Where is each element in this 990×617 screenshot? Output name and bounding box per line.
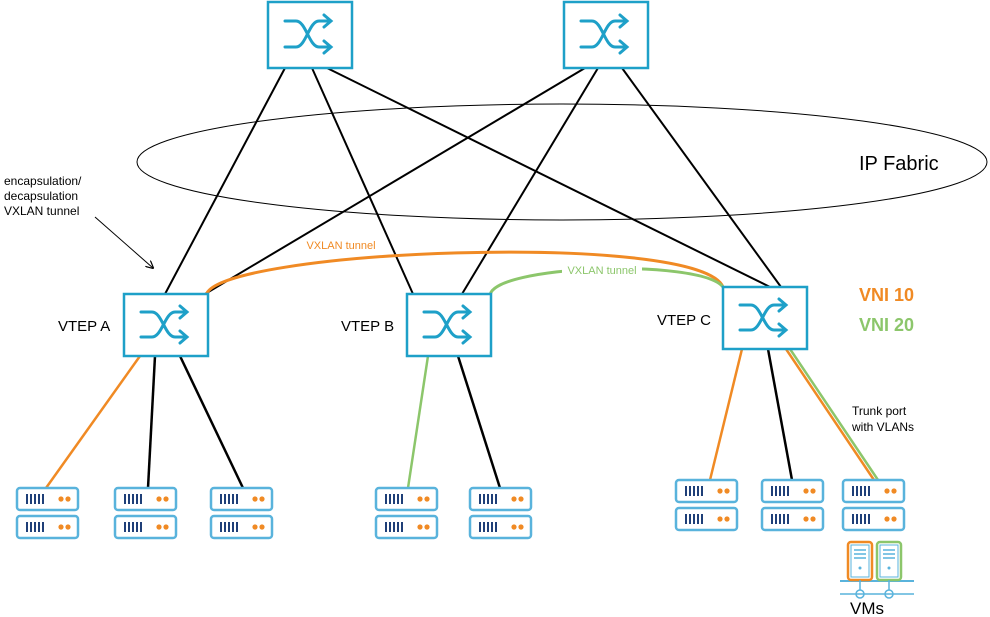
vxlan-tunnel-green-label: VXLAN tunnel [567,265,636,277]
spine-switch-1 [266,0,354,70]
server-icon [209,486,274,540]
server-icon [468,486,533,540]
switch-icon [579,13,630,55]
switch-icon [139,304,190,345]
vms-label: VMs [850,599,884,617]
encap-label-line2: decapsulation [4,189,78,203]
fabric-links [164,67,782,295]
server-icon [374,486,439,540]
vtep-a-label: VTEP A [58,318,110,335]
encap-label-line1: encapsulation/ [4,174,82,188]
server-icon [841,478,906,532]
vm-icon [875,540,903,599]
spine-switch-2 [562,0,650,70]
encap-label-line3: VXLAN tunnel [4,204,79,218]
vni10-label: VNI 10 [859,285,914,305]
trunk-label-line1: Trunk port [852,404,907,418]
vtep-a-switch [122,292,210,358]
vtep-b-label: VTEP B [341,318,394,335]
ip-fabric-ellipse [136,103,988,221]
vms-group [840,540,914,599]
access-links [44,348,880,489]
vtep-c-label: VTEP C [657,312,711,329]
trunk-label-line2: with VLANs [851,420,914,434]
vni20-label: VNI 20 [859,315,914,335]
server-icon [760,478,825,532]
ip-fabric-label: IP Fabric [859,153,939,175]
server-icon [15,486,80,540]
encap-arrow [94,216,153,268]
switch-icon [422,304,473,345]
vxlan-tunnel-orange [204,250,725,297]
server-icon [113,486,178,540]
server-icon [674,478,739,532]
switch-icon [738,297,789,338]
vxlan-tunnel-orange-label: VXLAN tunnel [306,240,375,252]
vtep-b-switch [405,292,493,358]
vm-icon [846,540,874,599]
switch-icon [283,13,334,55]
vtep-c-switch [721,285,809,351]
servers [15,478,906,540]
